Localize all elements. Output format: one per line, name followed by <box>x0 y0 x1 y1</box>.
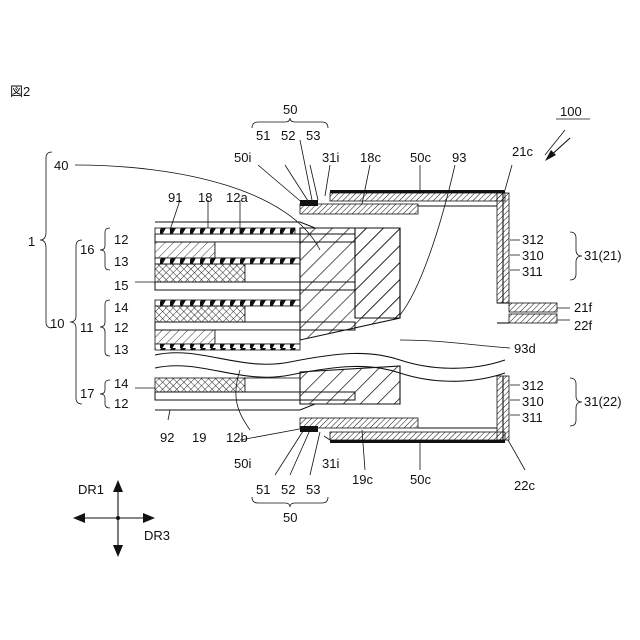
label-31i-top: 31i <box>322 150 339 165</box>
label-93d: 93d <box>514 341 536 356</box>
label-15: 15 <box>114 278 128 293</box>
label-12-3: 12 <box>114 396 128 411</box>
block-93 <box>300 228 400 404</box>
arrow-100 <box>545 138 570 161</box>
top-seal <box>300 190 505 214</box>
label-51-bot: 51 <box>256 482 270 497</box>
label-12-1: 12 <box>114 232 128 247</box>
label-51-top: 51 <box>256 128 270 143</box>
label-53-top: 53 <box>306 128 320 143</box>
label-311-top: 311 <box>522 264 543 279</box>
label-91: 91 <box>168 190 182 205</box>
figure-label: 図2 <box>10 84 30 99</box>
label-92: 92 <box>160 430 174 445</box>
label-50c-bot: 50c <box>410 472 431 487</box>
label-12b: 12b <box>226 430 248 445</box>
label-312-top: 312 <box>522 232 544 247</box>
label-311-bot: 311 <box>522 410 543 425</box>
label-14-2: 14 <box>114 376 128 391</box>
label-40: 40 <box>54 158 68 173</box>
label-19: 19 <box>192 430 206 445</box>
layer-15 <box>155 264 245 282</box>
label-53-bot: 53 <box>306 482 320 497</box>
label-16: 16 <box>80 242 94 257</box>
label-312-bot: 312 <box>522 378 544 393</box>
label-21c: 21c <box>512 144 533 159</box>
label-310-top: 310 <box>522 248 544 263</box>
label-52-top: 52 <box>281 128 295 143</box>
label-18: 18 <box>198 190 212 205</box>
label-22f: 22f <box>574 318 592 333</box>
layer-14-a <box>155 306 245 322</box>
label-19c: 19c <box>352 472 373 487</box>
label-100: 100 <box>560 104 582 119</box>
layer-14-b <box>155 378 245 392</box>
label-11: 11 <box>80 320 94 335</box>
layer-13-a <box>155 242 215 258</box>
label-50c-top: 50c <box>410 150 431 165</box>
label-50i-top: 50i <box>234 150 251 165</box>
label-17: 17 <box>80 386 94 401</box>
label-18c: 18c <box>360 150 381 165</box>
label-50-top: 50 <box>283 102 297 117</box>
label-10: 10 <box>50 316 64 331</box>
label-14-1: 14 <box>114 300 128 315</box>
label-93: 93 <box>452 150 466 165</box>
label-50-bot: 50 <box>283 510 297 525</box>
bottom-seal <box>300 418 505 443</box>
label-22c: 22c <box>514 478 535 493</box>
label-13-2: 13 <box>114 342 128 357</box>
label-31-22: 31(22) <box>584 394 622 409</box>
label-13-1: 13 <box>114 254 128 269</box>
label-12a: 12a <box>226 190 248 205</box>
label-31i-bot: 31i <box>322 456 339 471</box>
label-21f: 21f <box>574 300 592 315</box>
label-31-21: 31(21) <box>584 248 622 263</box>
label-52-bot: 52 <box>281 482 295 497</box>
label-310-bot: 310 <box>522 394 544 409</box>
label-dr1: DR1 <box>78 482 104 497</box>
label-1: 1 <box>28 234 35 249</box>
label-dr3: DR3 <box>144 528 170 543</box>
label-12-2: 12 <box>114 320 128 335</box>
label-50i-bot: 50i <box>234 456 251 471</box>
